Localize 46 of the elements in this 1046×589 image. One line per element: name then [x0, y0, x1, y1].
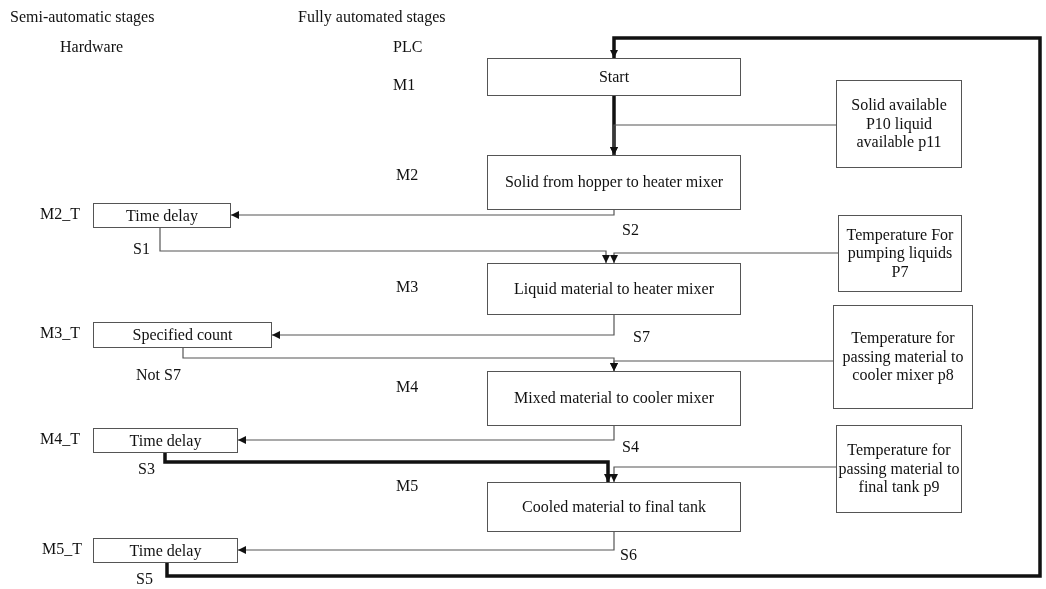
arrow	[610, 466, 837, 483]
process-box: Liquid material to heater mixer	[487, 263, 741, 315]
column-heading: Hardware	[60, 38, 124, 56]
timer-box: Time delay	[93, 538, 238, 563]
condition-box: Temperature for passing material to final tank p9	[836, 425, 962, 513]
arrow	[237, 531, 615, 554]
process-box: Solid from hopper to heater mixer	[487, 155, 741, 210]
signal-label: S5	[136, 570, 153, 588]
arrow	[610, 252, 839, 264]
signal-label: M4	[396, 378, 419, 396]
signal-label: M2_T	[40, 205, 80, 223]
process-box: Start	[487, 58, 741, 96]
signal-label: Not S7	[136, 366, 181, 384]
arrow	[237, 425, 615, 444]
timer-box: Specified count	[93, 322, 272, 348]
signal-label: S2	[622, 221, 639, 239]
signal-label: S4	[622, 438, 639, 456]
timer-box: Time delay	[93, 428, 238, 453]
signal-label: M3_T	[40, 324, 80, 342]
signal-label: S3	[138, 460, 155, 478]
condition-box: Solid available P10 liquid available p11	[836, 80, 962, 168]
signal-label: M4_T	[40, 430, 80, 448]
arrow	[271, 314, 615, 339]
signal-label: M5	[396, 477, 419, 495]
signal-label: M2	[396, 166, 419, 184]
signal-label: S1	[133, 240, 150, 258]
column-heading: Semi-automatic stages	[10, 8, 155, 26]
arrow	[610, 124, 837, 156]
signal-label: M1	[393, 76, 416, 94]
signal-label: S6	[620, 546, 637, 564]
arrow	[610, 96, 618, 155]
timer-box: Time delay	[93, 203, 231, 228]
condition-box: Temperature for passing material to cooler mixer p8	[833, 305, 973, 409]
signal-label: M5_T	[42, 540, 82, 558]
process-box: Cooled material to final tank	[487, 482, 741, 532]
arrow	[159, 227, 610, 264]
column-heading: PLC	[393, 38, 423, 56]
condition-box: Temperature For pumping liquids P7	[838, 215, 962, 292]
signal-label: M3	[396, 278, 419, 296]
arrow	[610, 360, 834, 372]
arrow	[165, 36, 1042, 578]
signal-label: S7	[633, 328, 650, 346]
arrow	[163, 453, 612, 482]
column-heading: Fully automated stages	[298, 8, 446, 26]
arrow	[230, 209, 615, 219]
process-box: Mixed material to cooler mixer	[487, 371, 741, 426]
